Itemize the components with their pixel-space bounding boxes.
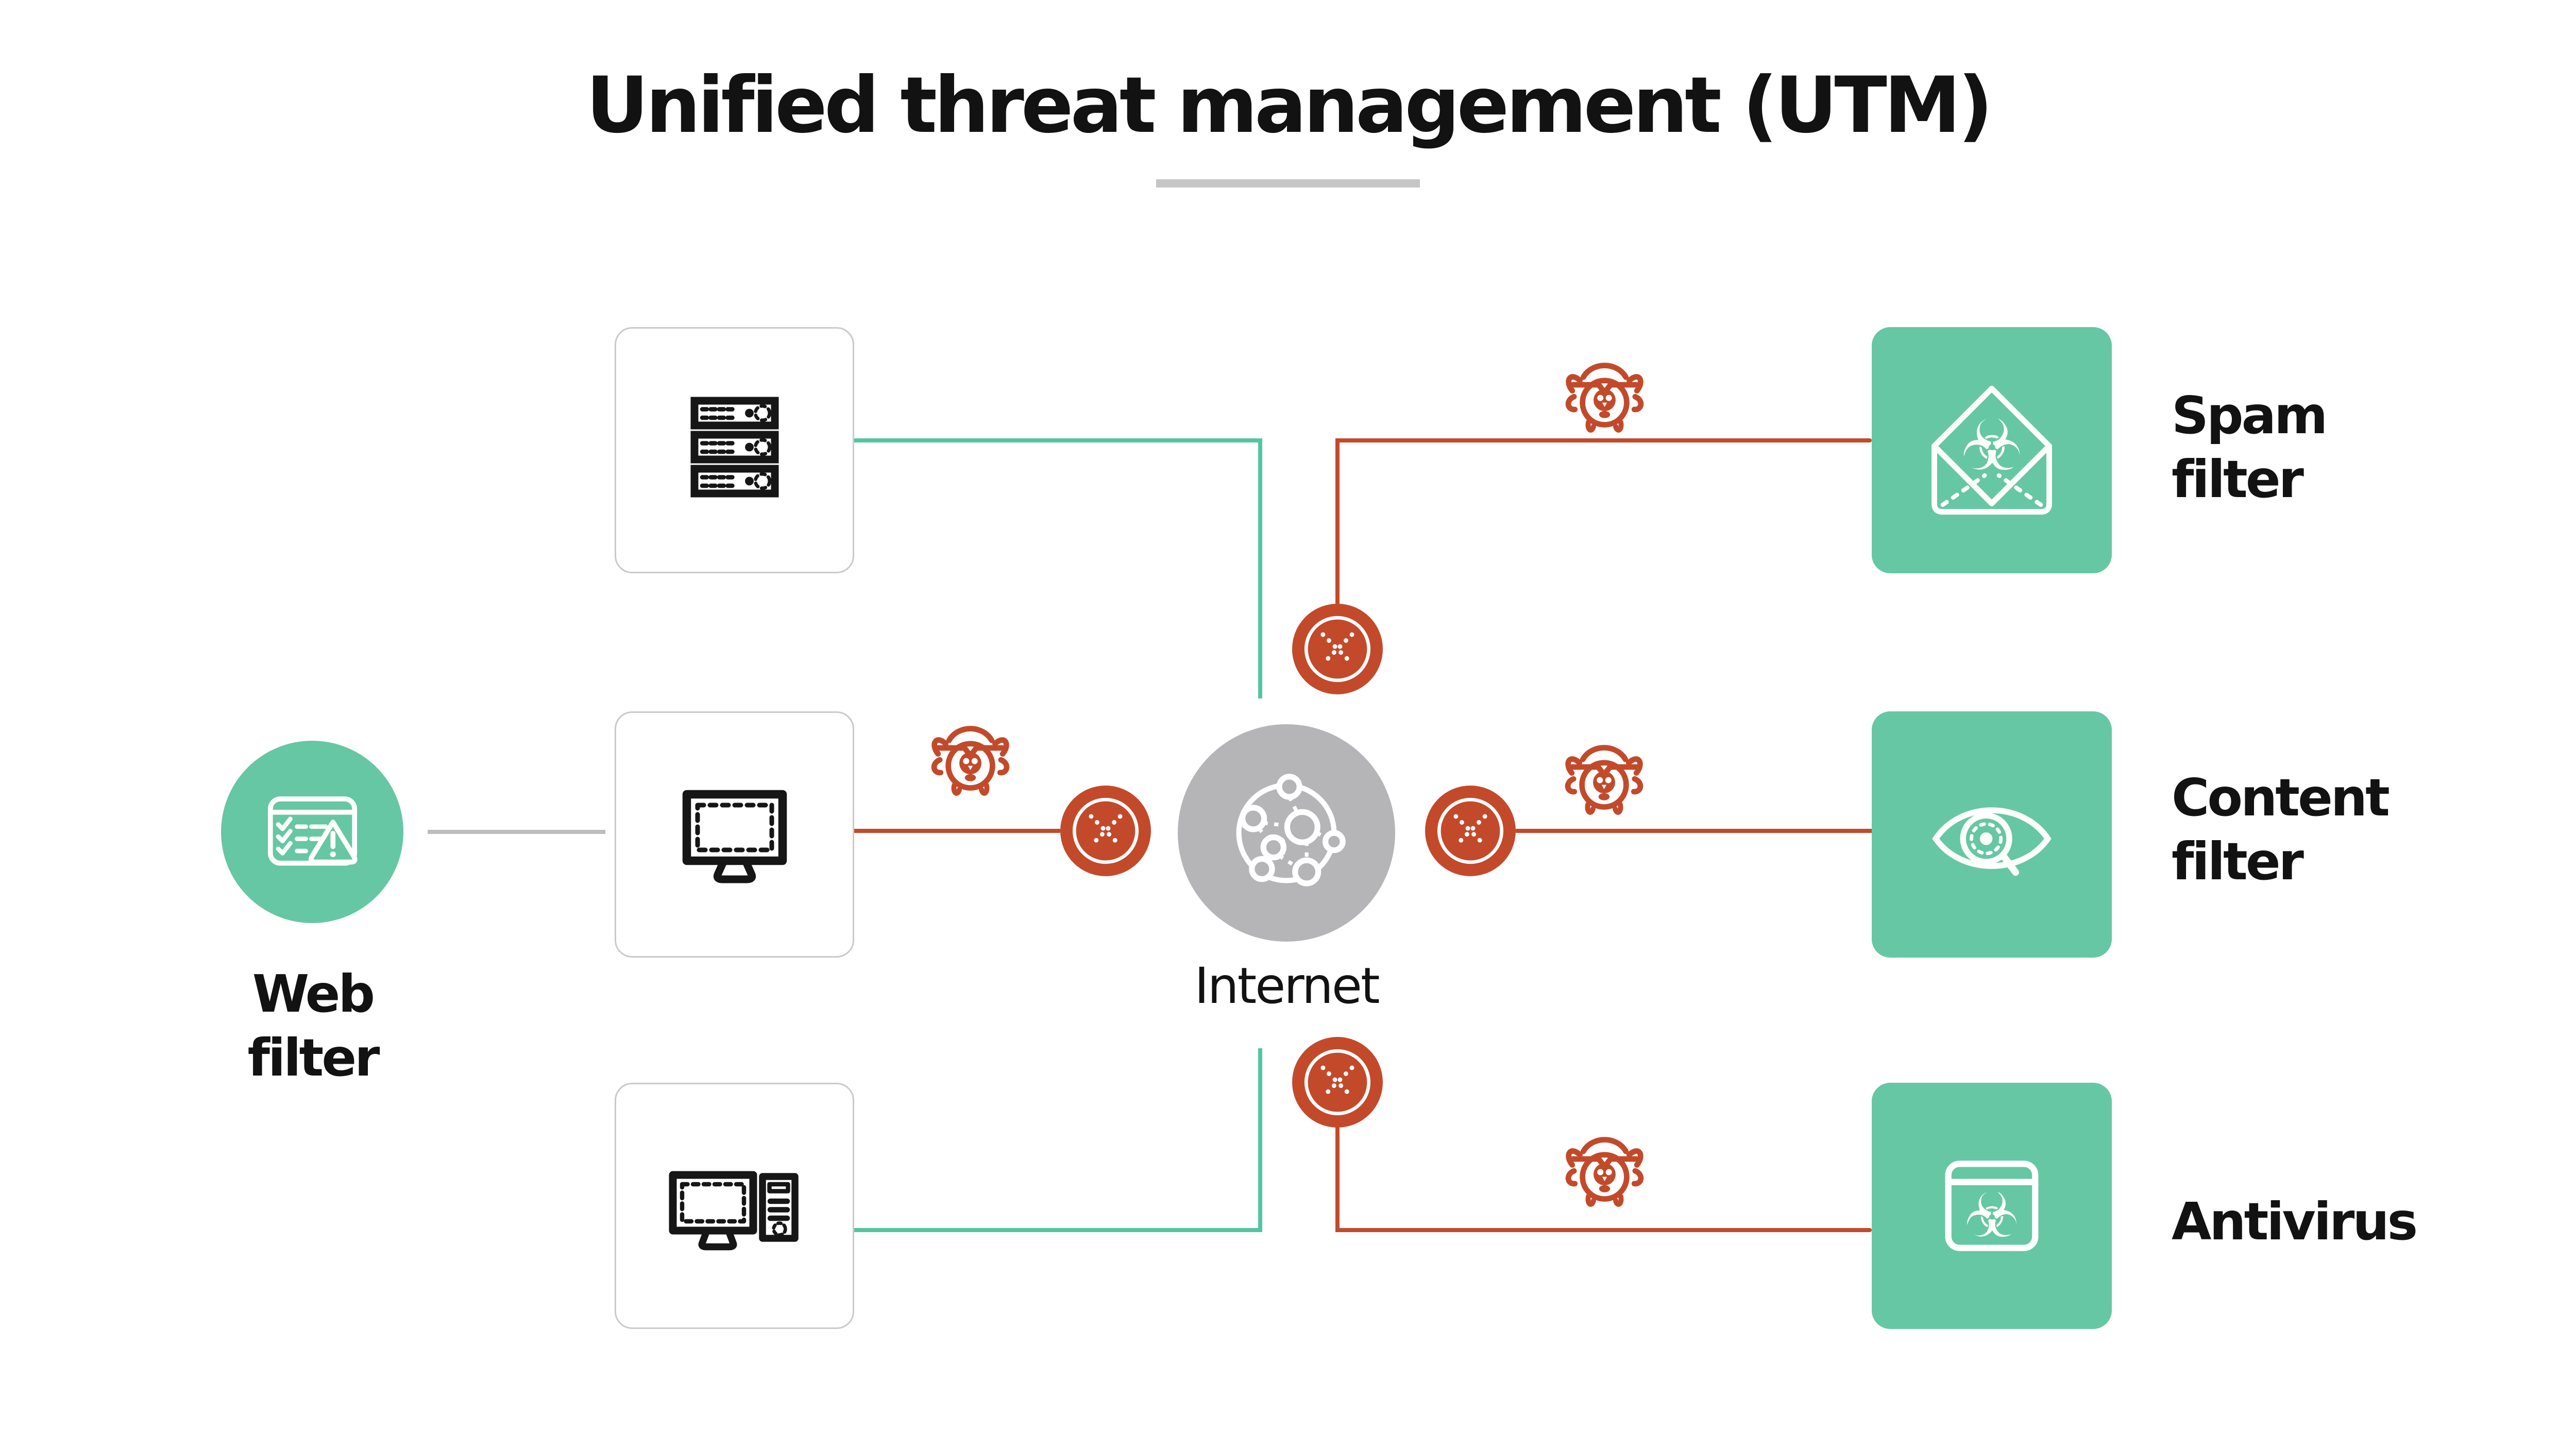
- svg-text:☣: ☣: [1964, 1180, 2019, 1252]
- connector-green-workstation-h: [854, 1228, 1262, 1232]
- content-filter-label: Content filter: [2172, 768, 2390, 892]
- malware-bug-icon-top: [1562, 351, 1647, 436]
- browser-biohazard-icon: ☣: [1945, 1161, 2039, 1252]
- internet-node: [1178, 724, 1395, 942]
- envelope-biohazard-icon: ☣: [1931, 385, 2052, 515]
- connector-red-monitor-to-block: [854, 829, 1060, 833]
- content-filter-box: [1872, 711, 2112, 958]
- blocked-x-icon: [1072, 797, 1139, 864]
- connector-red-internet-to-antivirus-v: [1335, 1126, 1340, 1232]
- connector-red-internet-to-spam-v: [1335, 438, 1340, 604]
- antivirus-box: ☣: [1872, 1083, 2112, 1329]
- connector-red-internet-to-antivirus-h: [1335, 1228, 1872, 1232]
- server-rack-icon: [690, 397, 778, 498]
- desktop-workstation-icon: [669, 1171, 799, 1251]
- spam-filter-box: ☣: [1872, 327, 2112, 573]
- server-box: [615, 327, 854, 573]
- browser-checklist-warning-icon: [267, 796, 358, 866]
- connector-red-internet-to-spam-h: [1335, 438, 1872, 442]
- workstation-box: [615, 1083, 854, 1329]
- blocked-badge-top: [1292, 604, 1383, 694]
- blocked-badge-left: [1060, 786, 1151, 876]
- internet-label: Internet: [1194, 957, 1380, 1015]
- monitor-icon: [682, 790, 787, 883]
- web-filter-node: [221, 741, 403, 923]
- connector-web-to-monitor: [428, 830, 605, 834]
- connector-green-server-v: [1258, 438, 1262, 698]
- web-filter-label: Web filter: [247, 964, 380, 1088]
- title-underline: [1156, 179, 1420, 187]
- network-globe-icon: [1236, 774, 1346, 887]
- spam-filter-label: Spam filter: [2172, 385, 2328, 509]
- malware-bug-icon-bottom: [1562, 1125, 1647, 1210]
- antivirus-label: Antivirus: [2172, 1191, 2418, 1252]
- malware-bug-icon-middle-right: [1562, 733, 1647, 818]
- page-title: Unified threat management (UTM): [586, 61, 1993, 150]
- blocked-x-icon: [1304, 616, 1371, 683]
- connector-green-workstation-v: [1258, 1048, 1262, 1232]
- eye-magnifier-icon: [1932, 807, 2052, 876]
- svg-text:☣: ☣: [1960, 405, 2023, 487]
- connector-red-block-to-content: [1516, 829, 1872, 833]
- connector-green-server-h: [854, 438, 1262, 442]
- monitor-box: [615, 711, 854, 958]
- blocked-x-icon: [1437, 797, 1504, 864]
- blocked-badge-bottom: [1292, 1037, 1383, 1128]
- blocked-x-icon: [1304, 1049, 1371, 1116]
- malware-bug-icon-middle-left: [928, 714, 1013, 799]
- blocked-badge-right: [1425, 786, 1516, 876]
